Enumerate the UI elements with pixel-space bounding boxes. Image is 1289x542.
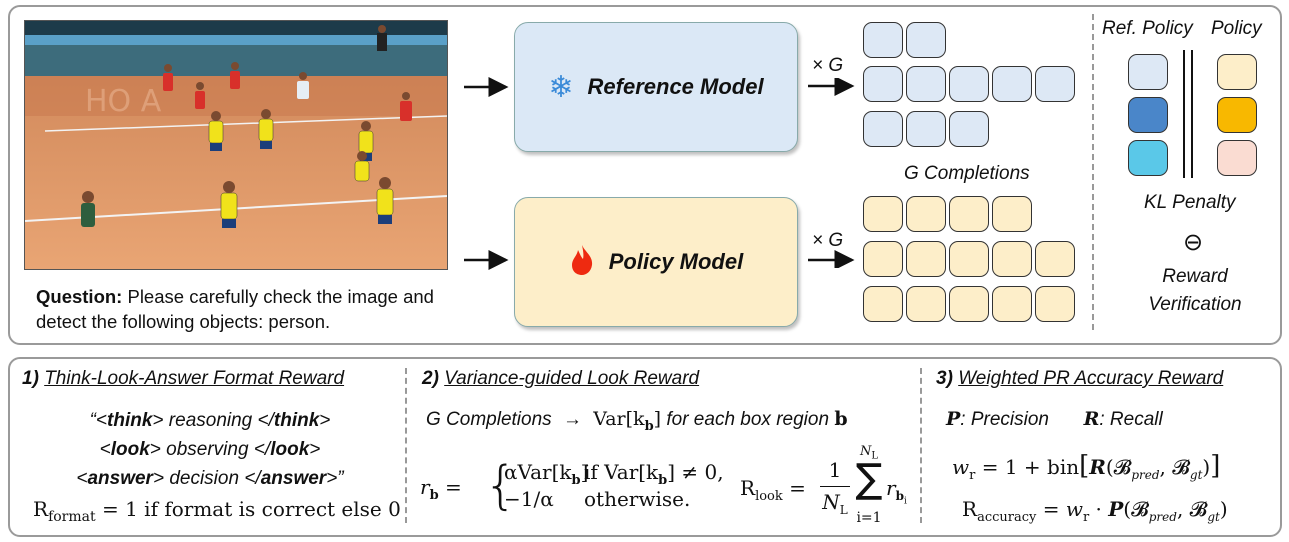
- times-g-top: × G: [812, 55, 844, 76]
- ref-token: [949, 66, 989, 102]
- bottom-divider-2: [920, 368, 922, 523]
- ref-policy-token-cyan: [1128, 140, 1168, 176]
- ref-token: [906, 111, 946, 147]
- section2-title-text: Variance-guided Look Reward: [444, 368, 700, 389]
- policy-token: [863, 241, 903, 277]
- format-line-answer: <answer> decision </answer>”: [76, 468, 344, 489]
- ref-token: [863, 111, 903, 147]
- format-line-think: “<think> reasoning </think>: [89, 410, 331, 431]
- policy-token: [863, 196, 903, 232]
- svg-text:HO A: HO A: [85, 84, 162, 119]
- policy-token: [906, 241, 946, 277]
- policy-token: [906, 196, 946, 232]
- policy-token-orange: [1217, 97, 1257, 133]
- section3-title-text: Weighted PR Accuracy Reward: [958, 368, 1224, 389]
- question: Question: Please carefully check the ima…: [36, 284, 446, 334]
- snowflake-icon: ❄: [548, 69, 574, 105]
- ref-policy-label: Ref. Policy: [1102, 18, 1193, 39]
- section1-title: 1) Think-Look-Answer Format Reward: [22, 368, 344, 390]
- output-arrows: [808, 78, 855, 268]
- policy-token: [992, 196, 1032, 232]
- ref-token: [949, 111, 989, 147]
- section2-num: 2): [422, 368, 439, 389]
- volleyball-photo: HO A: [24, 20, 448, 270]
- kl-double-bar: [1183, 50, 1193, 178]
- policy-label: Policy: [1211, 18, 1262, 39]
- question-text: Please carefully check the image and det…: [36, 286, 434, 332]
- policy-token: [992, 286, 1032, 322]
- bottom-panel: [8, 357, 1282, 537]
- policy-token: [1035, 241, 1075, 277]
- ref-token: [906, 66, 946, 102]
- policy-token: [1035, 286, 1075, 322]
- policy-token-cream: [1217, 54, 1257, 90]
- policy-token: [863, 286, 903, 322]
- ref-policy-token-light: [1128, 54, 1168, 90]
- bottom-divider-1: [405, 368, 407, 523]
- ref-token: [863, 66, 903, 102]
- ref-token: [1035, 66, 1075, 102]
- g-completions-label: G Completions: [904, 163, 1030, 184]
- kl-penalty-label: KL Penalty: [1144, 192, 1236, 213]
- flame-icon: [569, 244, 595, 281]
- format-line-look: <look> observing </look>: [99, 439, 321, 460]
- policy-token: [992, 241, 1032, 277]
- section1-title-text: Think-Look-Answer Format Reward: [44, 368, 345, 389]
- policy-token: [949, 286, 989, 322]
- ref-token: [906, 22, 946, 58]
- question-label: Question:: [36, 286, 123, 307]
- section3-num: 3): [936, 368, 953, 389]
- ref-policy-token-dark: [1128, 97, 1168, 133]
- policy-model-label: Policy Model: [608, 249, 744, 274]
- policy-token-pink: [1217, 140, 1257, 176]
- reference-model-label: Reference Model: [587, 74, 764, 99]
- section1-format: “<think> reasoning </think> <look> obser…: [20, 406, 400, 493]
- policy-token: [949, 241, 989, 277]
- policy-token: [949, 196, 989, 232]
- policy-token: [906, 286, 946, 322]
- ref-token: [992, 66, 1032, 102]
- reference-model-box: ❄ Reference Model: [514, 22, 798, 152]
- section3-title: 3) Weighted PR Accuracy Reward: [936, 368, 1223, 390]
- ref-token: [863, 22, 903, 58]
- precision-recall-legend: P: Precision R: Recall: [946, 408, 1163, 430]
- reward-verification-label: Reward Verification: [1148, 266, 1242, 315]
- dashed-divider: [1092, 14, 1094, 330]
- section1-num: 1): [22, 368, 39, 389]
- section2-title: 2) Variance-guided Look Reward: [422, 368, 699, 390]
- section2-variance-line: G Completions → Var[kb] for each box reg…: [426, 408, 848, 434]
- accuracy-formula: Raccuracy = wr · P(𝓑pred, 𝓑gt): [962, 497, 1228, 525]
- format-reward-formula: Rformat = 1 if format is correct else 0: [33, 497, 401, 525]
- weight-formula: wr = 1 + bin[R(𝓑pred, 𝓑gt)]: [952, 451, 1221, 483]
- input-arrows: [464, 77, 509, 270]
- times-g-bottom: × G: [812, 230, 844, 251]
- policy-model-box: Policy Model: [514, 197, 798, 327]
- ominus-icon: ⊖: [1183, 228, 1204, 256]
- r-look-formula: Rlook = 1 NL NL ∑ i=1 rbi: [740, 444, 907, 526]
